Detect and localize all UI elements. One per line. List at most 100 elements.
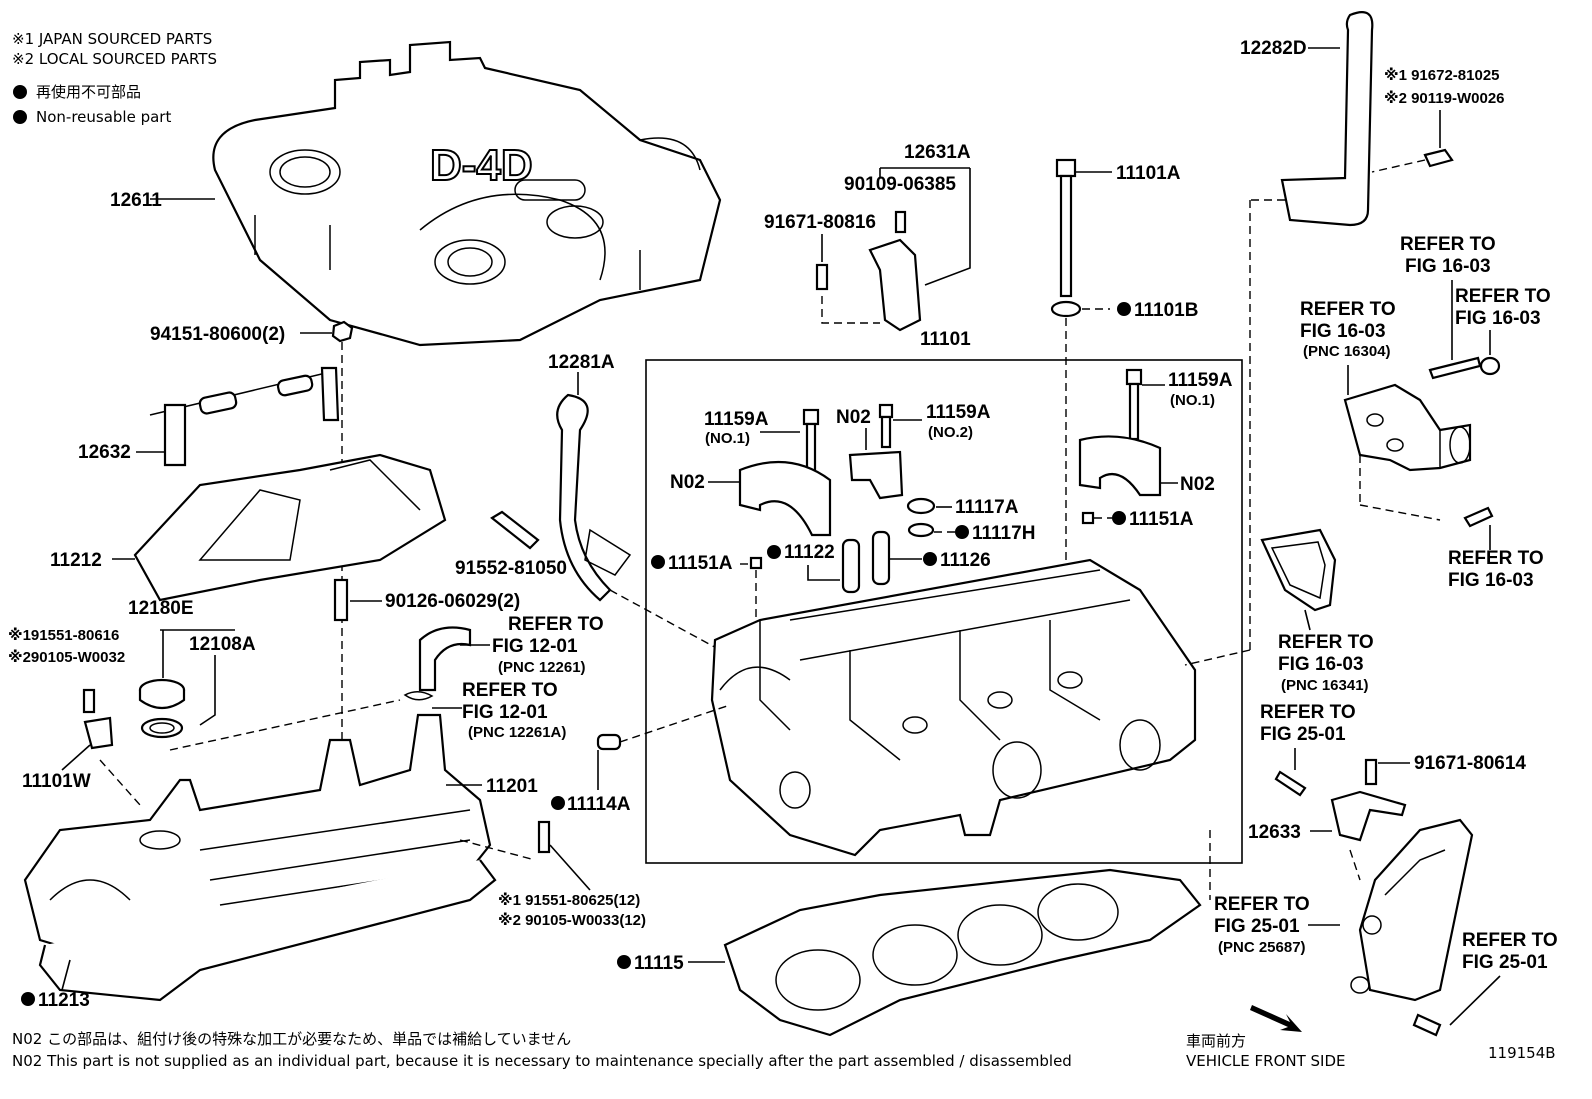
o-ring-icon [907,522,935,538]
nonreusable-dot-icon [955,525,969,539]
stud-bolt-icon [1274,770,1307,797]
head-bolt-icon [1055,158,1077,178]
refer-fig: FIG 16-03 [1405,256,1491,277]
refer-pnc: (PNC 16341) [1281,677,1369,694]
label-11114A: 11114A [567,794,631,815]
label-90105-W0033: ※2 90105-W0033(12) [498,911,646,929]
refer-fig-25-01-b: REFER TO FIG 25-01 (PNC 25687) [1214,894,1310,956]
refer-fig: FIG 16-03 [1300,321,1386,342]
refer-pnc: (PNC 25687) [1218,939,1306,956]
cylinder-head-cover-illustration [23,713,497,1002]
refer-line: REFER TO [508,614,604,635]
pin-icon [1081,511,1095,525]
legend: ※1 JAPAN SOURCED PARTS ※2 LOCAL SOURCED … [12,30,217,126]
bolt-icon [82,688,96,714]
engine-hanger-illustration [556,393,612,602]
label-12180E: 12180E [128,598,194,619]
nonreusable-dot-icon [21,992,35,1006]
label-no1-b: (NO.1) [1170,392,1215,409]
refer-line: REFER TO [1400,234,1496,255]
bracket-25687-icon [1358,818,1474,1002]
label-11117H: 11117H [972,523,1035,544]
cover-logo: D-4D [430,141,533,190]
refer-fig-25-01-a: REFER TO FIG 25-01 [1260,702,1356,745]
nonreusable-dot-icon [13,110,27,124]
label-11101W: 11101W [22,771,91,792]
refer-line: REFER TO [1278,632,1374,653]
label-90119: ※2 90119-W0026 [1384,89,1505,107]
bearing-cap-icon [848,450,904,500]
label-11101A: 11101A [1116,163,1181,184]
washer-icon [1050,300,1082,318]
label-11151A-right: 11151A [1129,509,1194,530]
legend-nonreuse-en: Non-reusable part [36,108,171,126]
label-N02-c: N02 [1180,474,1215,495]
label-11213: 11213 [38,990,90,1011]
refer-fig: FIG 16-03 [1455,308,1541,329]
label-no2: (NO.2) [928,424,973,441]
bolt-icon [1412,1013,1442,1037]
refer-line: REFER TO [1455,286,1551,307]
label-90109: 90109-06385 [844,174,956,195]
legend-local: ※2 LOCAL SOURCED PARTS [12,50,217,68]
refer-fig-16-03-c: REFER TO FIG 16-03 [1455,286,1551,329]
refer-fig: FIG 12-01 [492,636,578,657]
nonreusable-dot-icon [923,552,937,566]
label-11117A: 11117A [955,497,1019,518]
bolt-icon [1463,506,1494,528]
refer-fig-25-01-c: REFER TO FIG 25-01 [1462,930,1558,973]
front-label-jp: 車両前方 [1186,1032,1246,1050]
stud-bolt-icon [1428,356,1482,380]
label-91671-80816: 91671-80816 [764,212,876,233]
refer-line: REFER TO [1462,930,1558,951]
label-N02-a: N02 [836,407,871,428]
refer-line: REFER TO [1300,299,1396,320]
label-11101B: 11101B [1134,300,1198,321]
refer-fig: FIG 16-03 [1278,654,1364,675]
refer-fig: FIG 25-01 [1260,724,1346,745]
bearing-cap-icon [1078,435,1162,497]
label-12633: 12633 [1248,822,1301,843]
refer-fig-12-01-b: REFER TO FIG 12-01 (PNC 12261A) [462,680,566,741]
wire-bracket-illustration [149,366,340,467]
label-91552: 91552-81050 [455,558,567,579]
bracket-12631A-icon [868,238,922,332]
label-11159A-1: 11159A [704,409,769,430]
stud-bolt-icon [333,578,349,622]
legend-nonreuse-jp: 再使用不可部品 [36,83,141,101]
label-90126: 90126-06029(2) [385,591,520,612]
label-N02-b: N02 [670,472,705,493]
bolt-icon [802,408,820,426]
gasket-16341-icon [1260,528,1337,612]
label-12632: 12632 [78,442,131,463]
front-arrow-icon [1250,1005,1302,1032]
refer-pnc: (PNC 12261) [498,659,586,676]
nonreusable-dot-icon [1112,511,1126,525]
refer-line: REFER TO [1448,548,1544,569]
valve-guide-icon [841,538,861,594]
label-11151A-left: 11151A [668,553,733,574]
label-12281A: 12281A [548,352,615,373]
refer-fig-16-03-e: REFER TO FIG 16-03 (PNC 16341) [1278,632,1374,694]
label-91671-80614: 91671-80614 [1414,753,1526,774]
clip-icon [403,691,434,701]
footer-n02-en: N02 This part is not supplied as an indi… [12,1052,1072,1070]
bolt-shank [880,415,892,449]
label-11159A-2: 11159A [926,402,991,423]
label-11122: 11122 [784,542,835,563]
refer-fig: FIG 25-01 [1214,916,1300,937]
plug-icon [906,497,936,515]
valve-guide-icon [871,530,891,586]
nonreusable-dot-icon [1117,302,1131,316]
engine-hanger-12282D-icon [1280,11,1374,227]
label-12108A: 12108A [189,634,256,655]
bolt-icon [815,263,829,291]
water-outlet-illustration [1343,383,1472,472]
bolt-icon [1423,148,1454,168]
nonreusable-dot-icon [651,555,665,569]
figure-id: 119154B [1488,1044,1556,1062]
nonreusable-dot-icon [617,955,631,969]
refer-pnc: (PNC 16304) [1303,343,1391,360]
label-11126: 11126 [940,550,991,571]
label-11212: 11212 [50,550,102,571]
